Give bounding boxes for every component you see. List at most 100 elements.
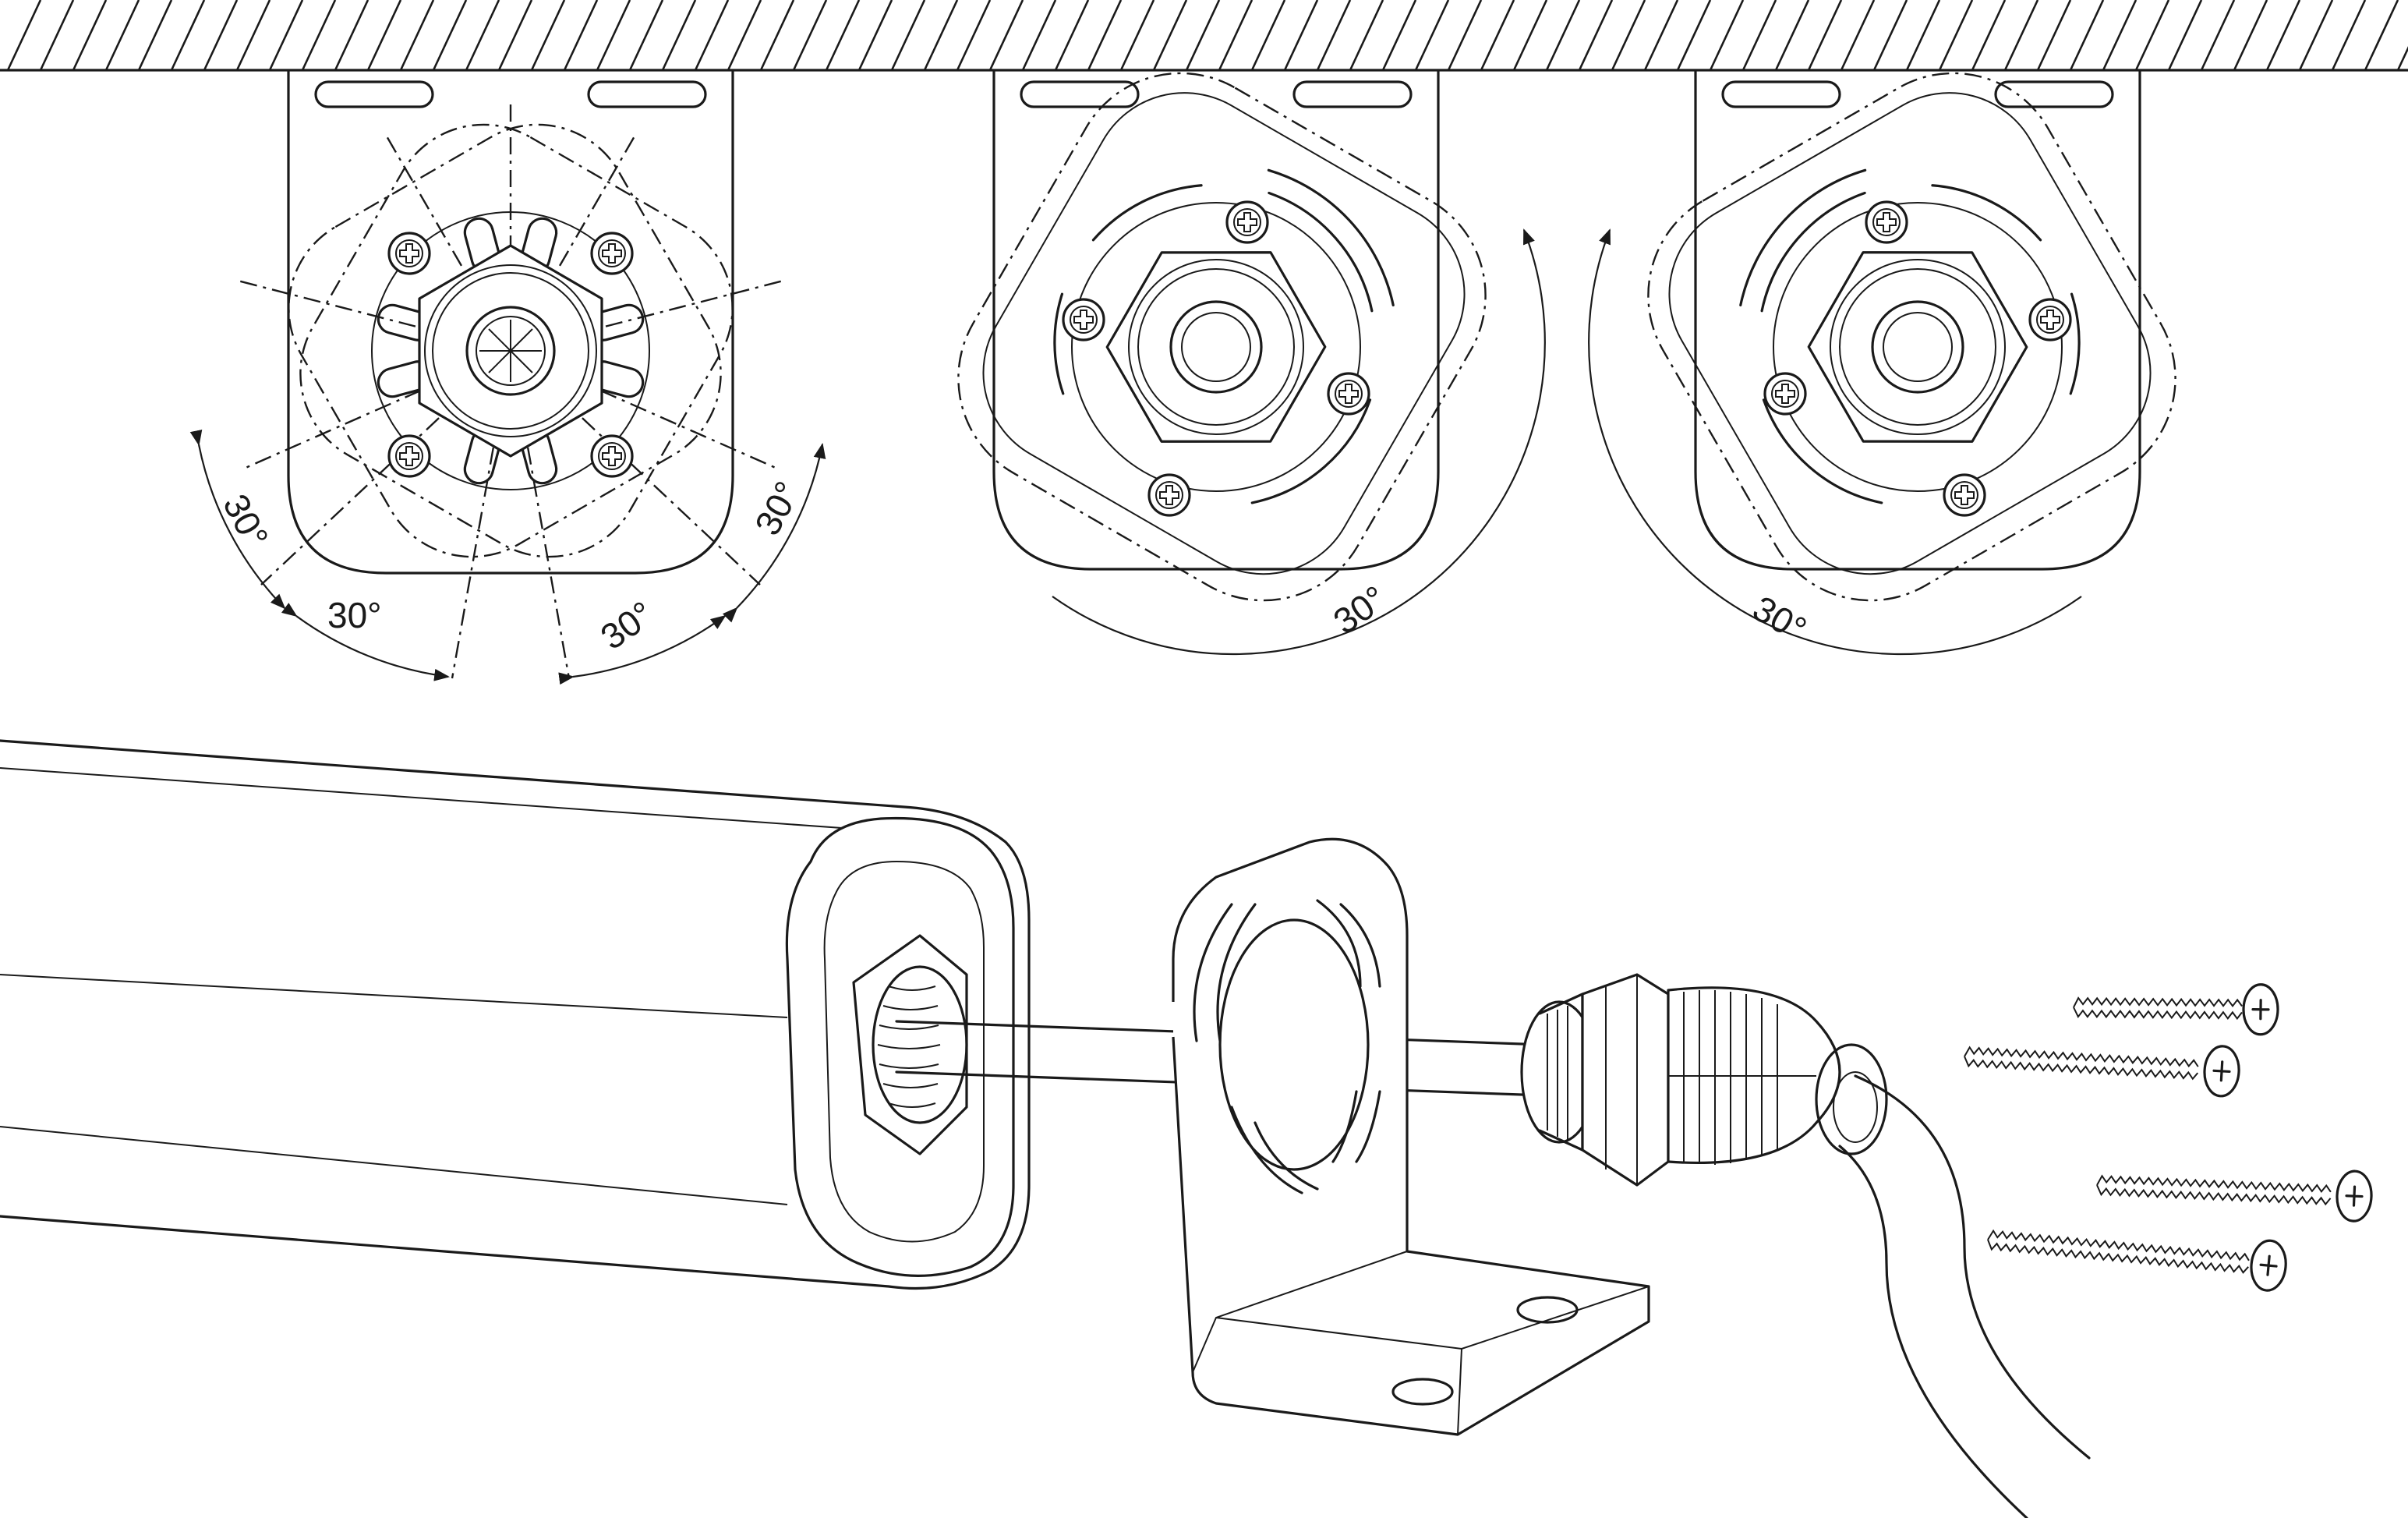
screw-icon — [2028, 298, 2072, 341]
screw — [2073, 983, 2279, 1036]
hatch-line — [2396, 46, 2408, 71]
screw-icon — [387, 434, 431, 478]
angle-label: 30° — [327, 595, 382, 635]
cable-hole — [1871, 300, 1964, 394]
hatch-line — [1381, 0, 1417, 71]
hatch-line — [334, 0, 370, 71]
hatch-line — [2134, 0, 2170, 71]
hatch-line — [104, 0, 140, 71]
screw — [2096, 1169, 2373, 1223]
hatch-line — [596, 0, 631, 71]
angle-label: 30° — [747, 475, 808, 542]
hatch-line — [956, 0, 992, 71]
hatch-line — [432, 0, 468, 71]
hatch-line — [2233, 0, 2268, 71]
hatch-line — [1578, 0, 1614, 71]
hatch-line — [1545, 0, 1581, 71]
hatch-line — [2069, 0, 2105, 71]
screw — [1964, 1045, 2240, 1098]
screw-icon — [1763, 372, 1807, 416]
hatch-line — [301, 0, 337, 71]
hatch-line — [2298, 0, 2334, 71]
screw — [1987, 1229, 2287, 1292]
hatch-line — [1905, 0, 1941, 71]
hatch-line — [1807, 0, 1843, 71]
hatch-line — [2036, 0, 2072, 71]
hatch-line — [1611, 0, 1646, 71]
hatch-line — [857, 0, 893, 71]
hatch-line — [759, 0, 795, 71]
screw-icon — [1943, 473, 1986, 517]
hatch-line — [1872, 0, 1908, 71]
l-mounting-bracket — [1172, 837, 1650, 1436]
wood-screws — [1964, 983, 2373, 1292]
front-view-bracket: 30° 30° 30° 30° — [189, 70, 826, 685]
bracket-cable-hole — [1218, 918, 1370, 1171]
hatch-line — [694, 0, 730, 71]
hatch-line — [170, 0, 206, 71]
bracket-screw-hole — [1391, 1378, 1454, 1406]
hatch-line — [203, 0, 239, 71]
hatch-line — [72, 0, 108, 71]
hatch-line — [1741, 0, 1777, 71]
hatch-line — [2265, 0, 2301, 71]
nut-thread — [877, 985, 941, 1108]
gland-grip-ribs — [1668, 990, 1816, 1165]
hatch-line — [1480, 0, 1515, 71]
cable-hole — [1169, 300, 1263, 394]
hatch-line — [1774, 0, 1810, 71]
hatch-line — [1218, 0, 1254, 71]
angle-label: 30° — [215, 487, 277, 554]
hatch-line — [1643, 0, 1679, 71]
screw-icon — [590, 232, 634, 275]
hatch-line — [2003, 0, 2039, 71]
hatch-line — [628, 0, 664, 71]
screw-icon — [1865, 200, 1908, 244]
hatch-line — [530, 0, 566, 71]
hatch-line — [1021, 0, 1057, 71]
hatch-line — [1971, 0, 2007, 71]
hatch-line — [137, 0, 173, 71]
hatch-line — [497, 0, 533, 71]
bracket-screw-hole — [1516, 1296, 1579, 1324]
hatch-line — [1709, 0, 1745, 71]
hatch-line — [1316, 0, 1352, 71]
hatch-line — [1250, 0, 1286, 71]
hatch-line — [6, 0, 42, 71]
ceiling-surface — [0, 0, 2408, 72]
cable-hole — [465, 306, 556, 396]
hatch-line — [39, 0, 75, 71]
screw-icon — [590, 434, 634, 478]
hatch-line — [1087, 0, 1123, 71]
hatch-line — [1512, 0, 1548, 71]
hatch-line — [1414, 0, 1450, 71]
angle-label: 30° — [593, 593, 661, 657]
luminaire-body — [0, 739, 1031, 1290]
hatch-line — [1283, 0, 1319, 71]
screw-icon — [387, 232, 431, 275]
hex-nut — [1807, 251, 2028, 443]
gland-nut — [1581, 973, 1670, 1187]
hatch-line — [2102, 0, 2137, 71]
angle-label: 30° — [1746, 588, 1813, 650]
hatch-line — [792, 0, 828, 71]
hatch-line — [727, 0, 762, 71]
hatch-line — [661, 0, 697, 71]
screw-icon — [1062, 298, 1105, 341]
hatch-line — [235, 0, 271, 71]
hatch-line — [465, 0, 500, 71]
hatch-line — [988, 0, 1024, 71]
hatch-line — [563, 0, 599, 71]
hatch-line — [2200, 0, 2236, 71]
bracket-slots — [1193, 899, 1381, 1194]
hatch-line — [1938, 0, 1974, 71]
rotated-counterclockwise-bracket: 30° — [1588, 70, 2176, 656]
hatch-line — [1447, 0, 1483, 71]
hatch-line — [1152, 0, 1188, 71]
hatch-line — [1676, 0, 1712, 71]
hatch-line — [2167, 0, 2203, 71]
screw-icon — [1327, 372, 1370, 416]
hex-nut — [1105, 251, 1327, 443]
hatch-line — [2331, 0, 2367, 71]
